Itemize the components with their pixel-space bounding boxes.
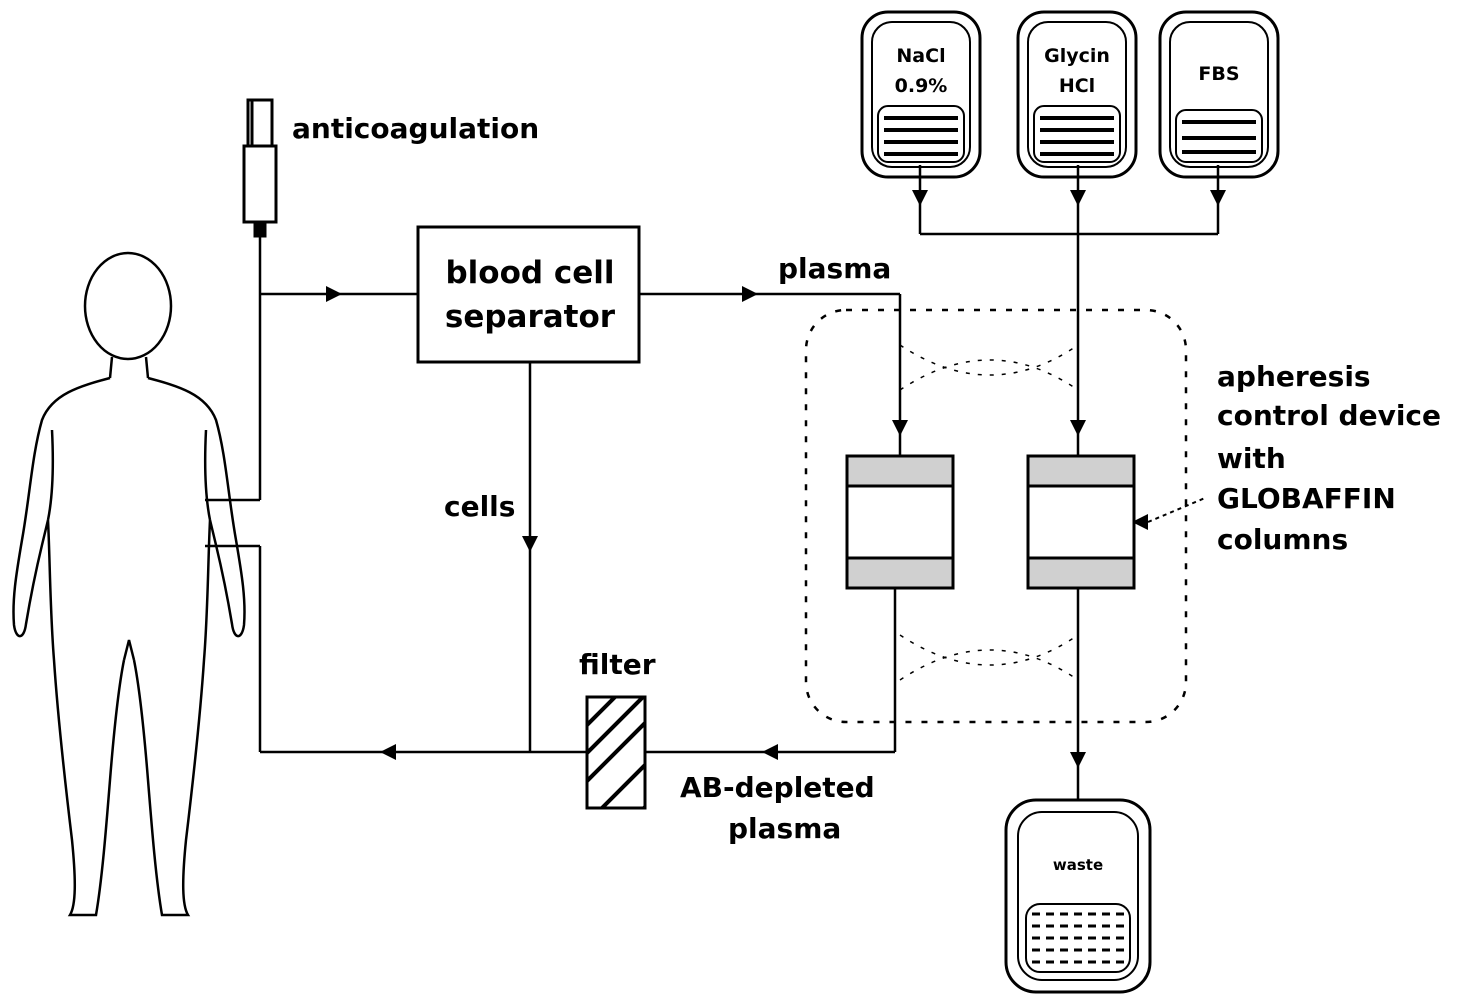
bag-nacl-line2: 0.9% [895,75,948,97]
separator-label-line1: blood cell [445,255,614,291]
anticoagulation-label: anticoagulation [292,112,539,145]
bag-nacl-line1: NaCl [896,45,945,67]
filter-label: filter [579,648,656,681]
plasma-label: plasma [778,252,891,285]
separator-label-line2: separator [445,299,616,335]
device-label-line3: with [1217,442,1286,475]
human-figure [13,253,244,915]
device-label-line1: apheresis [1217,360,1371,393]
bag-glycin-line2: HCl [1059,75,1095,97]
depleted-label-line1: AB-depleted [680,771,875,804]
cells-label: cells [444,490,515,523]
blood-cell-separator-box [418,227,639,362]
device-pointer-line [1148,498,1205,522]
depleted-label-line2: plasma [728,812,841,845]
device-label-line4: GLOBAFFIN [1217,482,1396,515]
waste-label: waste [1053,856,1103,874]
bag-fbs-line1: FBS [1198,63,1239,85]
column-right [1028,456,1134,588]
bag-glycin-line1: Glycin [1044,45,1110,67]
device-label-line2: control device [1217,399,1441,432]
column-left [847,456,953,588]
syringe-icon [244,100,276,236]
device-label-line5: columns [1217,523,1348,556]
waste-bag [1006,800,1150,992]
bag-fbs [1160,12,1278,177]
